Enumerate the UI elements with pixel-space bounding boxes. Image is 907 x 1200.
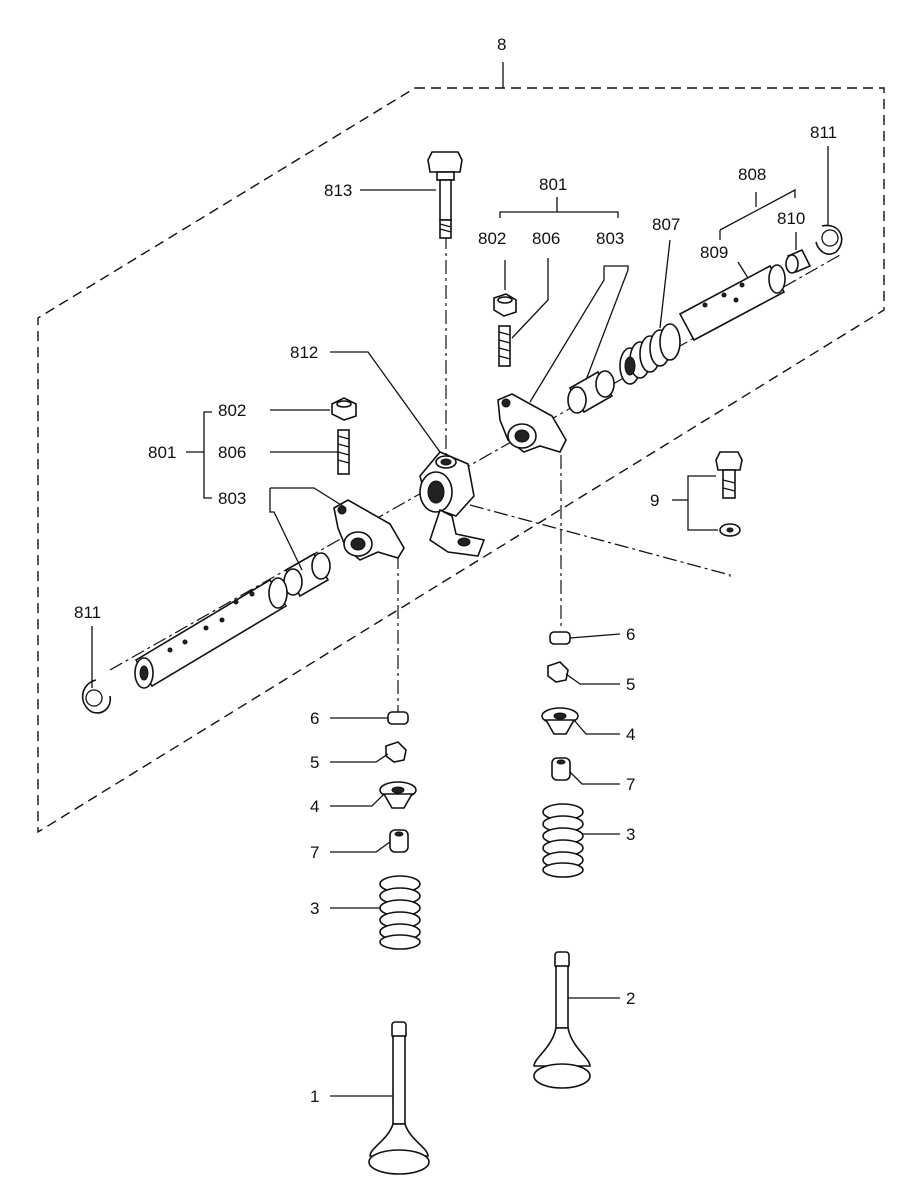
leader-803-top-a [585, 265, 629, 381]
label-801-top: 801 [539, 175, 567, 194]
label-812: 812 [290, 343, 318, 362]
cap-6-left [387, 711, 409, 725]
rocker-shaft-809 [678, 264, 786, 342]
spring-807 [619, 323, 681, 385]
label-808: 808 [738, 165, 766, 184]
seal-7-right [551, 757, 571, 781]
rocker-support-812 [419, 451, 486, 557]
label-4-left: 4 [310, 797, 319, 816]
leader-803-top-b [529, 266, 605, 403]
label-7-left: 7 [310, 843, 319, 862]
label-3-left: 3 [310, 899, 319, 918]
rocker-arm-803-left [333, 499, 405, 561]
support-axis [469, 504, 731, 578]
nut-802-top [493, 293, 517, 317]
label-806-top: 806 [532, 229, 560, 248]
label-811-left: 811 [74, 603, 101, 622]
rocker-arm-803-top [497, 393, 567, 453]
leader-4-right [573, 719, 620, 735]
label-807: 807 [652, 215, 680, 234]
nut-802-left [331, 397, 357, 421]
label-803-top: 803 [596, 229, 624, 248]
rocker-shaft-left [134, 577, 288, 689]
bracket-808 [719, 188, 796, 231]
label-6-left: 6 [310, 709, 319, 728]
leader-807 [659, 239, 671, 329]
leader-6-right [569, 633, 621, 639]
label-811-top: 811 [810, 123, 837, 142]
leader-7-right [569, 771, 620, 785]
label-3-right: 3 [626, 825, 635, 844]
cotter-5-left [385, 741, 407, 763]
label-8: 8 [497, 35, 506, 54]
leader-5-right [565, 673, 620, 685]
bolt-813 [427, 151, 463, 239]
label-810: 810 [777, 209, 805, 228]
leader-809 [737, 261, 749, 279]
label-802-top: 802 [478, 229, 506, 248]
bracket-801-left [203, 411, 212, 499]
valve-1-intake [368, 1021, 430, 1175]
valve-2-exhaust [533, 951, 591, 1089]
bracket-9 [687, 475, 718, 531]
label-7-right: 7 [626, 775, 635, 794]
cotter-5-right [547, 661, 569, 683]
leader-803-left-b [270, 487, 347, 509]
seal-7-left [389, 829, 409, 853]
label-5-right: 5 [626, 675, 635, 694]
circlip-811-top [815, 224, 843, 255]
circlip-811-left [81, 679, 112, 714]
label-2: 2 [626, 989, 635, 1008]
retainer-4-right [541, 707, 579, 735]
leader-806-top [511, 258, 549, 339]
bolt-9 [715, 451, 743, 499]
label-813: 813 [324, 181, 352, 200]
bushing-left [283, 552, 331, 598]
label-809: 809 [700, 243, 728, 262]
retainer-4-left [379, 781, 417, 809]
spring-3-right [542, 803, 584, 878]
label-4-right: 4 [626, 725, 635, 744]
leader-803-left-a [269, 488, 303, 571]
washer-9 [719, 523, 741, 537]
label-801-left: 801 [148, 443, 176, 462]
bushing-top [567, 370, 615, 414]
label-1: 1 [310, 1087, 319, 1106]
assembly-8-boundary [37, 87, 885, 834]
label-6-right: 6 [626, 625, 635, 644]
label-803-left: 803 [218, 489, 246, 508]
label-806-left: 806 [218, 443, 246, 462]
label-9: 9 [650, 491, 659, 510]
adjust-screw-806-top [498, 325, 511, 367]
label-5-left: 5 [310, 753, 319, 772]
plug-810 [785, 248, 812, 274]
label-802-left: 802 [218, 401, 246, 420]
bracket-801-top [499, 211, 619, 218]
leader-7-left [330, 841, 391, 853]
spring-3-left [379, 875, 421, 950]
leader-812 [330, 351, 441, 453]
cap-6-right [549, 631, 571, 645]
leader-4-left [330, 793, 385, 807]
leader-5-left [330, 753, 389, 763]
shaft-axis [109, 254, 841, 671]
adjust-screw-806-left [337, 429, 350, 475]
